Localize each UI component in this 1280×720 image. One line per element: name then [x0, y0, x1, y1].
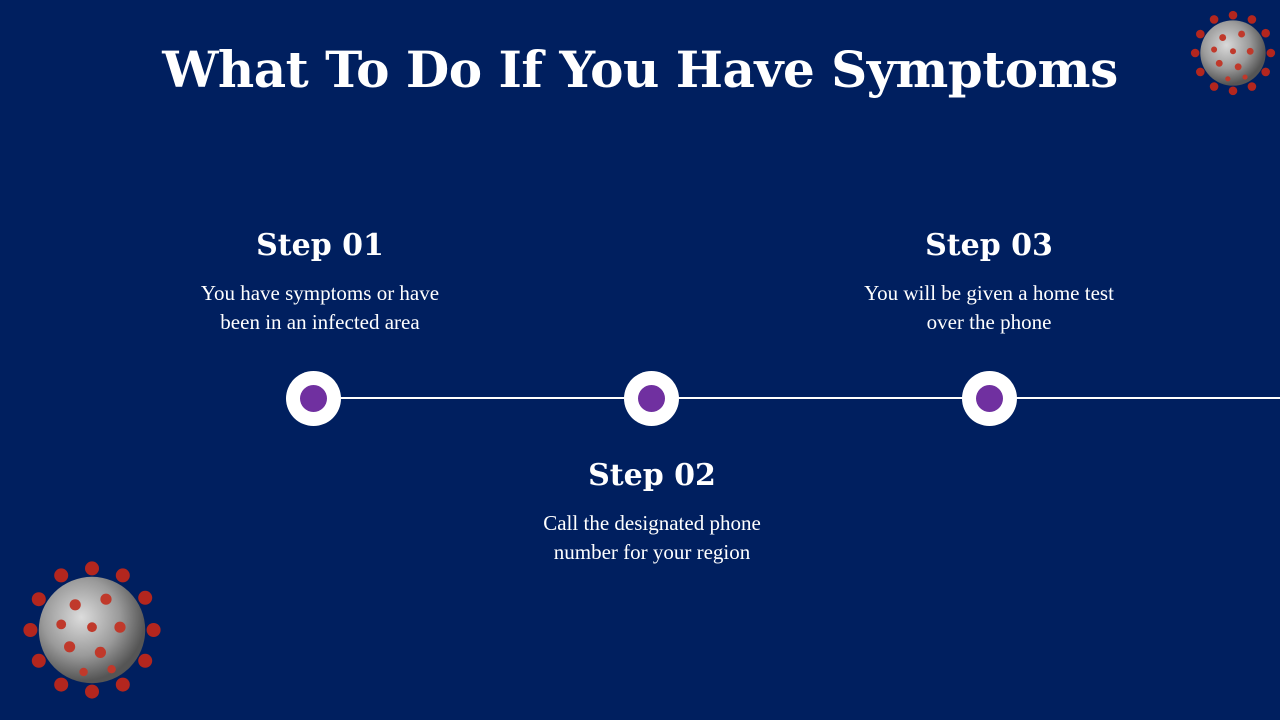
step-description: Call the designated phone number for you… [543, 511, 761, 564]
step-heading: Step 01 [256, 228, 384, 263]
timeline-node-step-02 [624, 371, 679, 426]
step-description: You will be given a home test over the p… [864, 281, 1114, 334]
timeline-node-dot [976, 385, 1003, 412]
step-description: You have symptoms or have been in an inf… [200, 281, 440, 334]
timeline-node-dot [300, 385, 327, 412]
slide-title: What To Do If You Have Symptoms [162, 40, 1118, 99]
timeline-line [300, 397, 1280, 399]
timeline-node-step-03 [962, 371, 1017, 426]
coronavirus-icon [23, 561, 161, 699]
timeline-node-dot [638, 385, 665, 412]
step-02: Step 02 Call the designated phone number… [517, 458, 787, 567]
timeline-node-step-01 [286, 371, 341, 426]
step-heading: Step 02 [588, 458, 716, 493]
step-03: Step 03 You will be given a home test ov… [854, 228, 1124, 337]
coronavirus-icon [1190, 10, 1276, 96]
step-01: Step 01 You have symptoms or have been i… [185, 228, 455, 337]
step-heading: Step 03 [925, 228, 1053, 263]
